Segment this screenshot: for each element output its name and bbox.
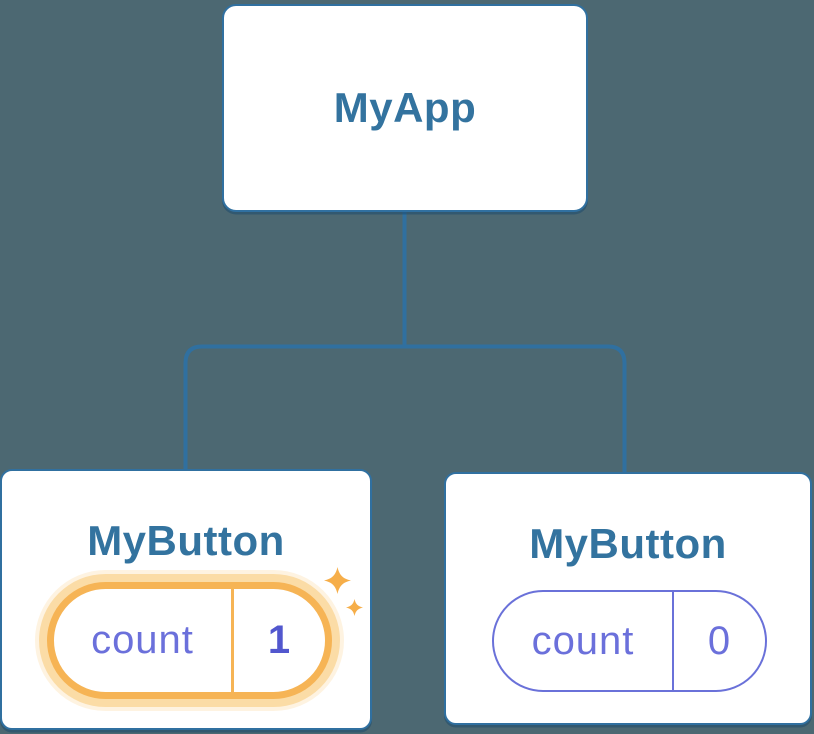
component-node-myapp: MyApp bbox=[222, 4, 588, 212]
node-title: MyButton bbox=[87, 517, 285, 564]
state-value: 0 bbox=[707, 618, 732, 663]
node-title: MyButton bbox=[529, 520, 727, 567]
state-pill-highlighted: count 1 bbox=[47, 582, 332, 699]
state-key: count bbox=[54, 589, 234, 692]
component-node-mybutton-left: MyButton count 1 bbox=[0, 469, 372, 730]
state-key: count bbox=[494, 592, 674, 690]
state-value: 1 bbox=[267, 618, 292, 662]
node-title: MyApp bbox=[333, 84, 477, 131]
state-pill: count 0 bbox=[492, 590, 767, 692]
connector-branch bbox=[183, 344, 627, 474]
component-node-mybutton-right: MyButton count 0 bbox=[444, 472, 812, 725]
sparkle-icon-large bbox=[324, 567, 351, 594]
sparkle-icon-small bbox=[346, 599, 363, 616]
